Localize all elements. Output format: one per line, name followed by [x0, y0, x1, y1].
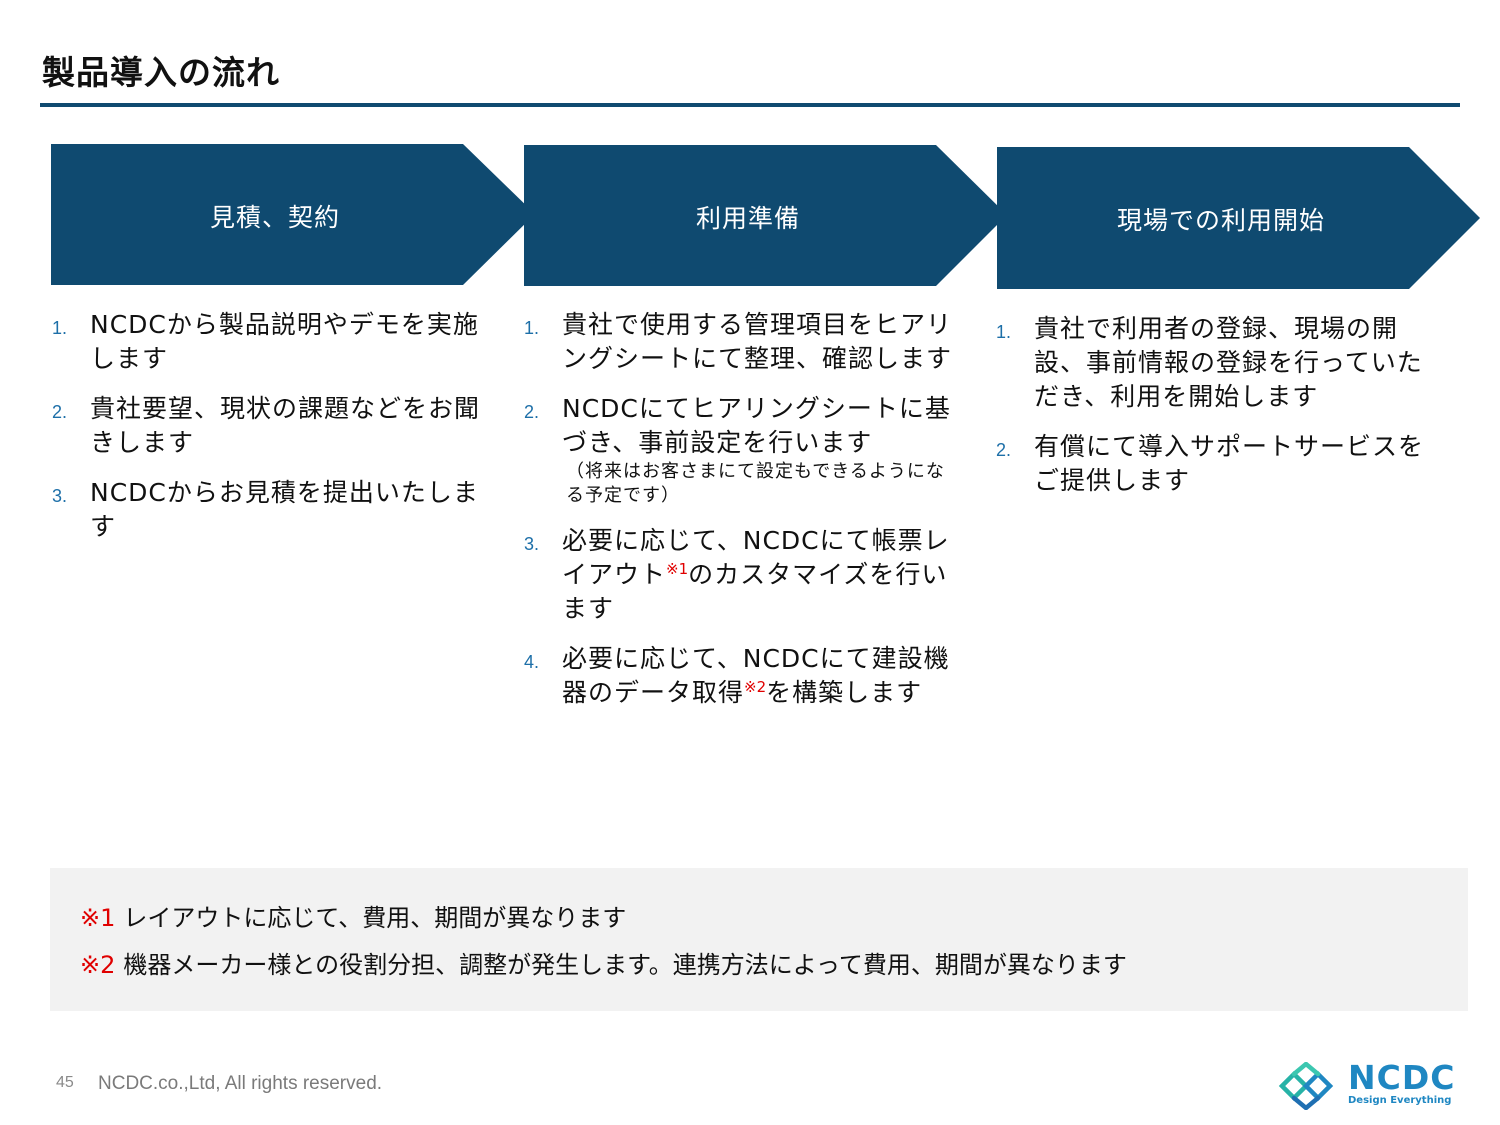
- process-chevrons: [51, 144, 1480, 289]
- item-text-end: を構築します: [766, 678, 923, 707]
- item-number: 1.: [52, 318, 68, 338]
- list-item: 1. 貴社で利用者の登録、現場の開設、事前情報の登録を行っていただき、利用を開始…: [996, 312, 1426, 414]
- logo-tagline: Design Everything: [1348, 1095, 1452, 1106]
- step-1-list: 1. NCDCから製品説明やデモを実施します 2. 貴社要望、現状の課題などをお…: [52, 308, 482, 560]
- list-item: 2. 有償にて導入サポートサービスをご提供します: [996, 430, 1426, 498]
- copyright: NCDC.co.,Ltd, All rights reserved.: [98, 1073, 383, 1094]
- item-text: NCDCにてヒアリングシートに基づき、事前設定を行います: [562, 394, 951, 457]
- item-number: 4.: [524, 652, 540, 672]
- page-number: 45: [56, 1074, 74, 1091]
- item-text: 貴社で利用者の登録、現場の開設、事前情報の登録を行っていただき、利用を開始します: [1034, 314, 1423, 411]
- item-text-start: 必要に応じて、NCDCにて建設機器のデータ取得: [562, 644, 950, 707]
- ncdc-logo: NCDC Design Everything: [1276, 1058, 1466, 1110]
- step-2-list: 1. 貴社で使用する管理項目をヒアリングシートにて整理、確認します 2. NCD…: [524, 308, 954, 726]
- item-number: 2.: [996, 440, 1012, 460]
- item-number: 2.: [52, 402, 68, 422]
- item-number: 1.: [524, 318, 540, 338]
- item-text-start: 必要に応じて、NCDCにて帳票レイアウト: [562, 526, 950, 589]
- chevron-step-1: [51, 144, 535, 285]
- item-text-end: のカスタマイズを行います: [562, 560, 948, 623]
- page-title: 製品導入の流れ: [42, 53, 280, 92]
- list-item: 1. 貴社で使用する管理項目をヒアリングシートにて整理、確認します: [524, 308, 954, 376]
- list-item: 1. NCDCから製品説明やデモを実施します: [52, 308, 482, 376]
- list-item: 4. 必要に応じて、NCDCにて建設機器のデータ取得※2を構築します: [524, 642, 954, 710]
- footnote-mark-1: ※1: [666, 560, 689, 578]
- item-number: 3.: [52, 486, 68, 506]
- step-3-list: 1. 貴社で利用者の登録、現場の開設、事前情報の登録を行っていただき、利用を開始…: [996, 312, 1426, 514]
- item-text: NCDCから製品説明やデモを実施します: [90, 310, 479, 373]
- ncdc-logo-icon: [1278, 1062, 1334, 1110]
- footnote-2-mark: ※2: [80, 951, 116, 979]
- item-text: 貴社要望、現状の課題などをお聞きします: [90, 394, 481, 457]
- step-1-label: 見積、契約: [209, 203, 340, 232]
- chevron-step-2: [524, 145, 1007, 286]
- item-subnote: （将来はお客さまにて設定もできるようになる予定です）: [566, 461, 945, 506]
- title-underline: [40, 103, 1460, 107]
- list-item: 3. NCDCからお見積を提出いたします: [52, 476, 482, 544]
- item-number: 2.: [524, 402, 540, 422]
- item-text: NCDCからお見積を提出いたします: [90, 478, 479, 541]
- list-item: 3. 必要に応じて、NCDCにて帳票レイアウト※1のカスタマイズを行います: [524, 524, 954, 626]
- footnote-mark-2: ※2: [744, 678, 767, 696]
- item-number: 1.: [996, 322, 1012, 342]
- footnote-1-text: レイアウトに応じて、費用、期間が異なります: [123, 904, 627, 932]
- chevron-step-3: [997, 147, 1480, 289]
- item-text: 有償にて導入サポートサービスをご提供します: [1034, 432, 1425, 495]
- list-item: 2. 貴社要望、現状の課題などをお聞きします: [52, 392, 482, 460]
- footnote-2-text: 機器メーカー様との役割分担、調整が発生します。連携方法によって費用、期間が異なり…: [123, 951, 1127, 979]
- step-2-label: 利用準備: [695, 204, 800, 233]
- item-text: 貴社で使用する管理項目をヒアリングシートにて整理、確認します: [562, 310, 953, 373]
- list-item: 2. NCDCにてヒアリングシートに基づき、事前設定を行います （将来はお客さま…: [524, 392, 954, 508]
- item-number: 3.: [524, 534, 540, 554]
- logo-wordmark: NCDC: [1348, 1058, 1456, 1097]
- footnote-1-mark: ※1: [80, 904, 116, 932]
- step-3-label: 現場での利用開始: [1116, 206, 1325, 235]
